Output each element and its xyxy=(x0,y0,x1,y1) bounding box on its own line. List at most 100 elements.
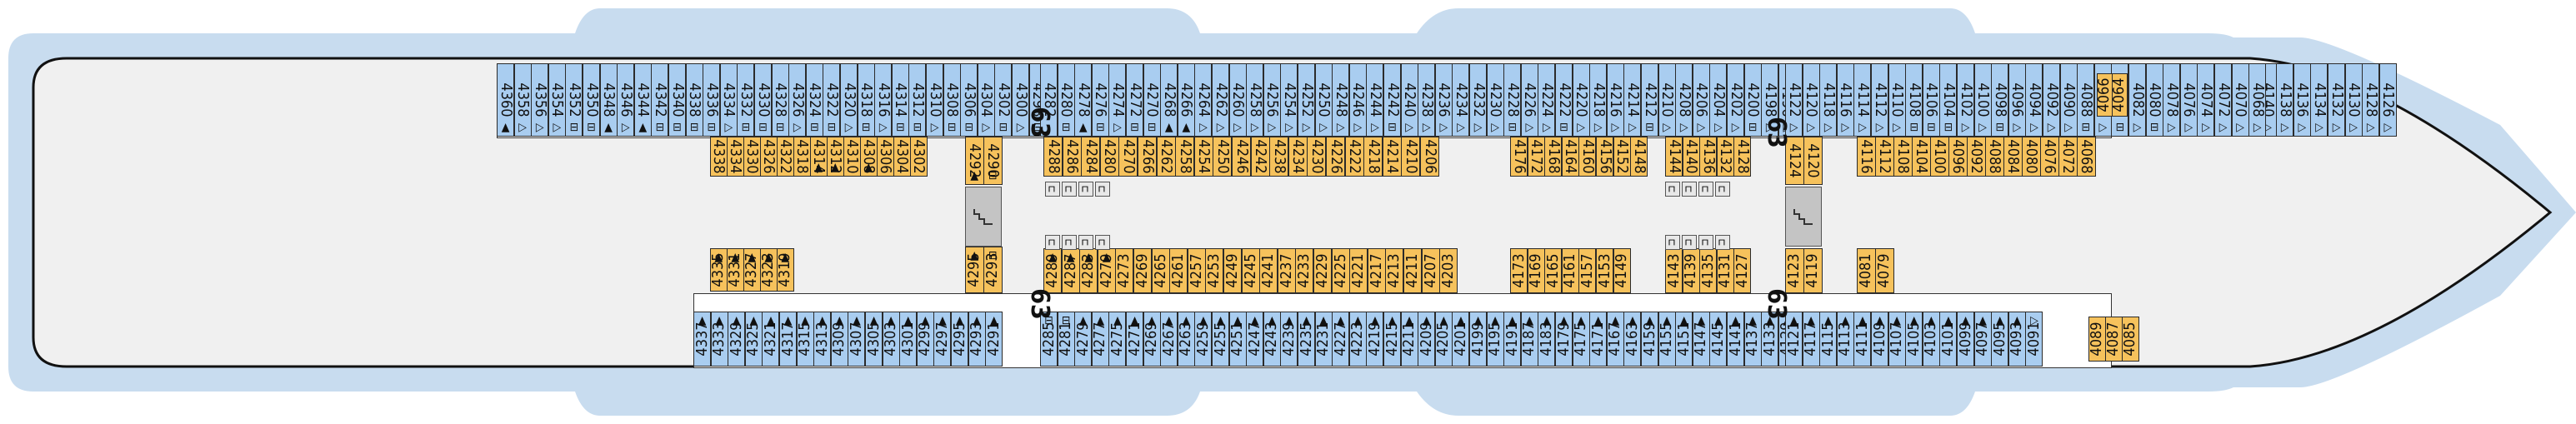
cabin[interactable]: 4095▲ xyxy=(1991,312,2009,367)
cabin[interactable]: 4136▷ xyxy=(2293,63,2311,137)
cabin[interactable]: 4097▲ xyxy=(1973,312,1992,367)
cabin[interactable]: 4333▲ xyxy=(710,312,728,367)
cabin[interactable]: 4338⊟ xyxy=(685,63,703,137)
cabin[interactable]: 4268▲ xyxy=(1160,63,1178,137)
cabin[interactable]: 4169 xyxy=(1527,248,1545,293)
cabin[interactable]: 4340⊟ xyxy=(668,63,687,137)
cabin[interactable]: 4233 xyxy=(1295,248,1314,293)
cabin[interactable]: 4287▲ xyxy=(1061,248,1080,293)
cabin[interactable]: 4221 xyxy=(1349,248,1368,293)
cabin[interactable]: 4092▷ xyxy=(2043,63,2061,137)
cabin[interactable]: 4072▷ xyxy=(2214,63,2233,137)
cabin[interactable]: 4262▷ xyxy=(1212,63,1230,137)
cabin[interactable]: 4285⊟ xyxy=(1040,312,1058,367)
cabin[interactable]: 4281⊟ xyxy=(1057,312,1075,367)
cabin[interactable]: 4315▲ xyxy=(796,312,814,367)
cabin[interactable]: 4098⊟ xyxy=(1991,63,2009,137)
cabin[interactable]: 4198▷ xyxy=(1761,63,1779,137)
cabin[interactable]: 4338 xyxy=(710,137,728,177)
cabin[interactable]: 4245 xyxy=(1241,248,1260,293)
cabin[interactable]: 4117▲ xyxy=(1802,312,1820,367)
cabin[interactable]: 4088 xyxy=(1985,137,2004,177)
cabin[interactable]: 4257 xyxy=(1187,248,1206,293)
cabin[interactable]: 4352⊟ xyxy=(565,63,583,137)
cabin[interactable]: 4290⊟ xyxy=(983,137,1003,185)
cabin[interactable]: 4230▷ xyxy=(1486,63,1504,137)
cabin[interactable]: 4145▲ xyxy=(1709,312,1728,367)
cabin[interactable]: 4068 xyxy=(2077,137,2096,177)
cabin[interactable]: 4209▲ xyxy=(1418,312,1436,367)
cabin[interactable]: 4328⊟ xyxy=(771,63,789,137)
cabin[interactable]: 4143 xyxy=(1665,248,1683,293)
cabin[interactable]: 4275▲ xyxy=(1108,312,1127,367)
cabin[interactable]: 4304 xyxy=(893,137,911,177)
cabin[interactable]: 4326▷ xyxy=(788,63,807,137)
cabin[interactable]: 4094▷ xyxy=(2025,63,2043,137)
cabin[interactable]: 4104 xyxy=(1912,137,1931,177)
cabin[interactable]: 4322 xyxy=(777,137,794,177)
cabin[interactable]: 4318 xyxy=(793,137,811,177)
cabin[interactable]: 4116▷ xyxy=(1836,63,1854,137)
cabin[interactable]: 4308▲ xyxy=(860,137,878,177)
cabin[interactable]: 4108⊟ xyxy=(1905,63,1923,137)
cabin[interactable]: 4072 xyxy=(2058,137,2078,177)
cabin[interactable]: 4172 xyxy=(1527,137,1545,177)
cabin[interactable]: 4112▷ xyxy=(1871,63,1889,137)
cabin[interactable]: 4236▷ xyxy=(1434,63,1453,137)
cabin[interactable]: 4309▲ xyxy=(830,312,848,367)
cabin[interactable]: 4279▲ xyxy=(1097,248,1116,293)
cabin[interactable]: 4286 xyxy=(1062,137,1082,177)
cabin[interactable]: 4120 xyxy=(1803,137,1823,185)
cabin[interactable]: 4078▷ xyxy=(2163,63,2181,137)
cabin[interactable]: 4200⊟ xyxy=(1743,63,1762,137)
cabin[interactable]: 4195▲ xyxy=(1486,312,1504,367)
cabin[interactable]: 4219▲ xyxy=(1366,312,1384,367)
cabin[interactable]: 4292▲ xyxy=(965,137,984,185)
cabin[interactable]: 4302 xyxy=(910,137,928,177)
cabin[interactable]: 4217 xyxy=(1367,248,1386,293)
cabin[interactable]: 4253 xyxy=(1205,248,1224,293)
cabin[interactable]: 4218▷ xyxy=(1589,63,1608,137)
cabin[interactable]: 4323▲ xyxy=(760,248,778,292)
cabin[interactable]: 4148 xyxy=(1630,137,1648,177)
cabin[interactable]: 4109▲ xyxy=(1871,312,1889,367)
cabin[interactable]: 4222 xyxy=(1344,137,1364,177)
cabin[interactable]: 4227▲ xyxy=(1332,312,1350,367)
cabin[interactable]: 4100 xyxy=(1930,137,1949,177)
cabin[interactable]: 4092 xyxy=(1967,137,1986,177)
cabin[interactable]: 4105▲ xyxy=(1905,312,1923,367)
cabin[interactable]: 4136 xyxy=(1699,137,1718,177)
cabin[interactable]: 4176 xyxy=(1510,137,1528,177)
cabin[interactable]: 4215▲ xyxy=(1383,312,1402,367)
cabin[interactable]: 4201▲ xyxy=(1452,312,1470,367)
cabin[interactable]: 4121▲ xyxy=(1785,312,1803,367)
cabin[interactable]: 4288 xyxy=(1043,137,1063,177)
cabin[interactable]: 4256▷ xyxy=(1263,63,1281,137)
cabin[interactable]: 4314⊟ xyxy=(891,63,909,137)
cabin[interactable]: 4153 xyxy=(1596,248,1614,293)
cabin[interactable]: 4346▷ xyxy=(617,63,635,137)
cabin[interactable]: 4283▲ xyxy=(1079,248,1098,293)
cabin[interactable]: 4270⊟ xyxy=(1143,63,1161,137)
cabin[interactable]: 4293▲ xyxy=(968,312,986,367)
cabin[interactable]: 4326 xyxy=(760,137,778,177)
cabin[interactable]: 4356▷ xyxy=(531,63,549,137)
cabin[interactable]: 4252▷ xyxy=(1298,63,1316,137)
cabin[interactable]: 4314▲ xyxy=(810,137,828,177)
cabin[interactable]: 4250▷ xyxy=(1314,63,1333,137)
cabin[interactable]: 4226 xyxy=(1326,137,1346,177)
cabin[interactable]: 4220▷ xyxy=(1572,63,1590,137)
cabin[interactable]: 4273 xyxy=(1115,248,1134,293)
cabin[interactable]: 4321▲ xyxy=(762,312,780,367)
cabin[interactable]: 4277▲ xyxy=(1091,312,1109,367)
cabin[interactable]: 4267▲ xyxy=(1160,312,1178,367)
cabin[interactable]: 4295▲ xyxy=(965,247,984,293)
cabin[interactable]: 4348▲ xyxy=(599,63,618,137)
cabin[interactable]: 4254▷ xyxy=(1280,63,1298,137)
cabin[interactable]: 4106⊟ xyxy=(1922,63,1940,137)
cabin[interactable]: 4225 xyxy=(1331,248,1350,293)
cabin[interactable]: 4276⊟ xyxy=(1091,63,1109,137)
cabin[interactable]: 4248▷ xyxy=(1332,63,1350,137)
cabin[interactable]: 4206 xyxy=(1420,137,1440,177)
cabin[interactable]: 4325▲ xyxy=(744,312,763,367)
